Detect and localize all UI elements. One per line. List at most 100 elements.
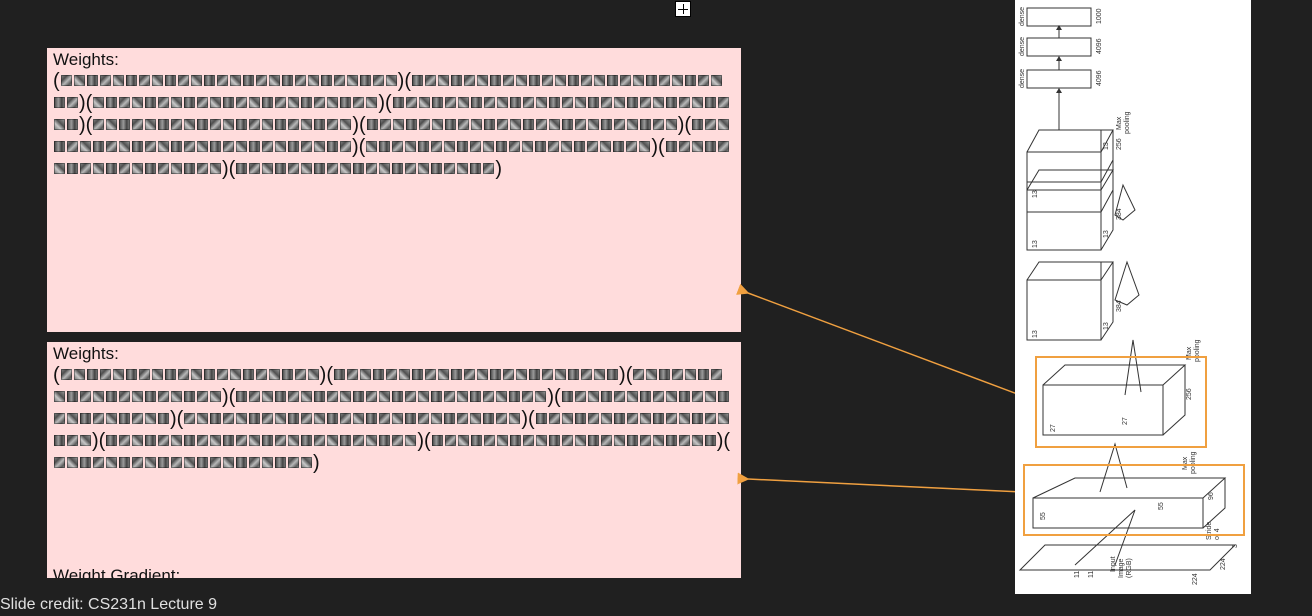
filter-tile	[366, 141, 378, 152]
filter-tile	[704, 435, 716, 446]
filter-tile	[145, 163, 156, 174]
filter-tile	[132, 457, 143, 468]
filter-tile	[535, 435, 547, 446]
filter-tile	[678, 391, 690, 402]
close-paren: )	[222, 158, 229, 180]
filter-tile	[132, 119, 144, 130]
filter-tile	[158, 163, 169, 174]
filter-tile	[288, 413, 300, 424]
conv5-dim-h: 13	[1032, 190, 1039, 198]
filter-tile	[171, 119, 183, 130]
filter-tile	[691, 141, 703, 152]
weights-title: Weights:	[53, 344, 119, 363]
filter-tile	[607, 369, 619, 380]
filter-tile	[529, 75, 541, 86]
filter-tile	[366, 163, 378, 174]
svg-text:96: 96	[1208, 492, 1215, 500]
filter-tile	[613, 413, 625, 424]
filter-tile	[301, 413, 313, 424]
filter-tile	[301, 119, 313, 130]
filter-tile	[574, 413, 586, 424]
filter-tile	[392, 97, 404, 108]
filter-tile	[444, 141, 456, 152]
filter-tile	[171, 141, 182, 152]
close-paren: )	[319, 364, 327, 386]
filter-tile	[496, 413, 508, 424]
filter-tile	[639, 119, 651, 130]
filter-tile	[503, 369, 515, 380]
filter-tile	[496, 391, 508, 402]
filter-tile	[718, 119, 730, 130]
filter-tile	[522, 435, 534, 446]
filter-tile	[464, 75, 476, 86]
filter-tile	[587, 97, 599, 108]
filter-tile	[386, 369, 398, 380]
open-paren: (	[404, 70, 412, 92]
close-paren: )	[352, 114, 360, 136]
filter-tile	[106, 97, 118, 108]
filter-tile	[457, 413, 469, 424]
filter-tile	[60, 75, 72, 86]
svg-text:384: 384	[1116, 208, 1123, 220]
filter-tile	[249, 435, 261, 446]
svg-text:pooling: pooling	[1124, 111, 1131, 134]
filter-tile	[242, 369, 254, 380]
filter-tile	[340, 141, 351, 152]
arrow-to-conv1	[737, 472, 1023, 493]
filter-tile	[216, 75, 228, 86]
filter-tile	[301, 163, 313, 174]
filter-tile	[561, 97, 573, 108]
filter-tile	[548, 119, 560, 130]
filter-tile	[431, 141, 443, 152]
filter-tile	[379, 163, 391, 174]
filter-tile	[320, 75, 332, 86]
filter-tile	[711, 75, 723, 86]
filter-tile	[184, 163, 195, 174]
filter-tile	[457, 435, 469, 446]
filter-tile	[112, 369, 124, 380]
filter-tile	[275, 391, 287, 402]
filter-tile	[613, 97, 625, 108]
filter-tile	[93, 457, 104, 468]
filter-tile	[392, 413, 404, 424]
filter-tile	[119, 435, 131, 446]
filter-tile	[574, 391, 586, 402]
filter-tile	[294, 75, 306, 86]
filter-tile	[171, 457, 182, 468]
filter-tile	[457, 97, 469, 108]
close-paren: )	[92, 430, 99, 452]
filter-tile	[184, 119, 196, 130]
filter-tile	[496, 97, 508, 108]
filter-tile	[444, 119, 456, 130]
plus-icon[interactable]	[675, 1, 691, 17]
filter-tile	[99, 369, 111, 380]
filter-tile	[340, 413, 352, 424]
filter-tile	[587, 435, 599, 446]
filter-tile	[171, 97, 183, 108]
close-paren: )	[417, 430, 425, 452]
filter-tile	[665, 391, 677, 402]
filter-tile	[314, 119, 326, 130]
filter-tile	[561, 413, 573, 424]
filter-tile	[314, 413, 326, 424]
svg-text:(RGB): (RGB)	[1126, 558, 1133, 578]
close-paren: )	[677, 114, 685, 136]
open-paren: (	[326, 364, 334, 386]
filter-tile	[327, 97, 339, 108]
filter-tile	[405, 141, 417, 152]
filter-tile	[490, 369, 502, 380]
filter-tile	[561, 119, 573, 130]
filter-tile	[379, 391, 391, 402]
filter-tile	[158, 457, 169, 468]
filter-tile	[470, 435, 482, 446]
filter-tile	[444, 391, 456, 402]
filter-tile	[177, 75, 189, 86]
filter-tile	[294, 369, 306, 380]
filter-tile	[223, 119, 235, 130]
close-paren: )	[651, 136, 659, 158]
filter-tile	[620, 75, 632, 86]
filter-tile	[509, 141, 521, 152]
filter-tile	[145, 391, 156, 402]
filter-tile	[431, 413, 443, 424]
filter-tile	[67, 413, 78, 424]
